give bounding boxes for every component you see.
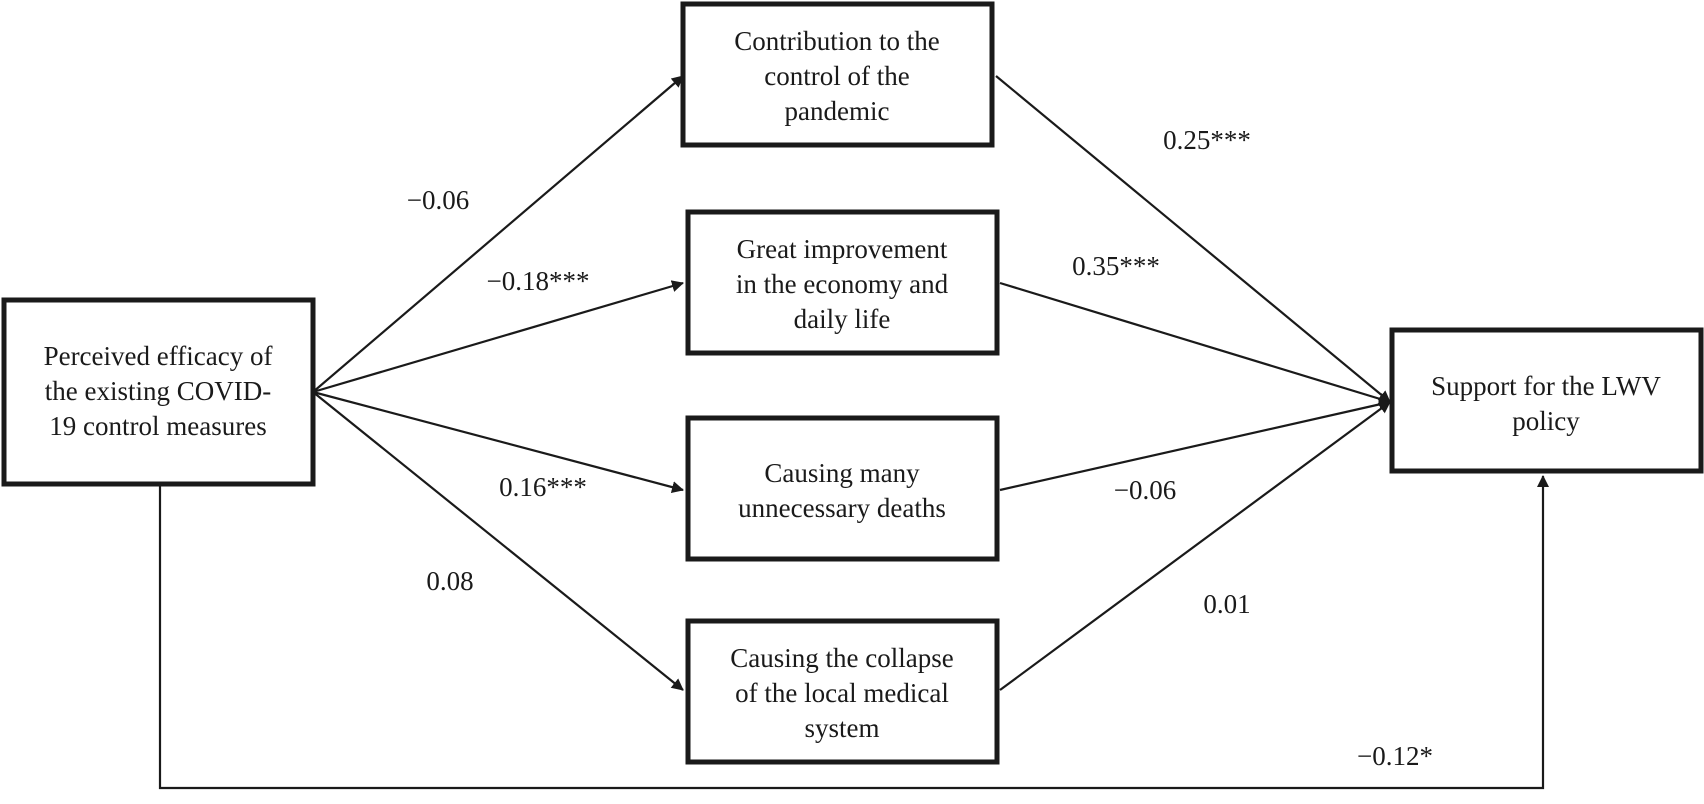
node-mediator-control-line-1: Contribution to the	[734, 26, 940, 56]
path-a1-arrow	[312, 75, 684, 393]
node-outcome-line-1: Support for the LWV	[1431, 371, 1661, 401]
path-a3-coefficient: 0.16***	[499, 472, 587, 502]
path-a1-coefficient: −0.06	[407, 185, 469, 215]
node-predictor-line-3: 19 control measures	[49, 411, 266, 441]
node-mediator-control: Contribution to the control of the pande…	[680, 1, 995, 148]
node-mediator-medical-line-2: of the local medical	[735, 678, 949, 708]
path-b4-arrow	[999, 401, 1391, 691]
node-mediator-medical-line-1: Causing the collapse	[730, 643, 953, 673]
node-mediator-economy: Great improvement in the economy and dai…	[685, 209, 1000, 356]
path-b3-coefficient: −0.06	[1114, 475, 1176, 505]
path-a2-coefficient: −0.18***	[487, 266, 590, 296]
path-a4-arrow	[312, 391, 684, 691]
path-a2-arrow	[312, 280, 684, 394]
node-mediator-deaths-line-2: unnecessary deaths	[738, 493, 946, 523]
node-outcome-line-2: policy	[1512, 406, 1580, 436]
node-mediator-deaths-line-1: Causing many	[764, 458, 920, 488]
node-mediator-economy-line-1: Great improvement	[737, 234, 948, 264]
path-a3-arrow	[312, 390, 684, 493]
node-predictor-line-1: Perceived efficacy of	[44, 341, 273, 371]
node-predictor-line-2: the existing COVID-	[45, 376, 271, 406]
node-mediator-control-line-3: pandemic	[785, 96, 890, 126]
path-b1-coefficient: 0.25***	[1163, 125, 1251, 155]
path-a4-coefficient: 0.08	[426, 566, 473, 596]
path-b1-arrow	[995, 75, 1391, 403]
node-mediator-economy-line-2: in the economy and	[736, 269, 949, 299]
path-b2-arrow	[999, 281, 1391, 405]
path-b2-coefficient: 0.35***	[1072, 251, 1160, 281]
node-predictor: Perceived efficacy of the existing COVID…	[1, 297, 316, 487]
node-mediator-medical-line-3: system	[804, 713, 879, 743]
path-b3-arrow	[999, 398, 1391, 492]
node-mediator-control-line-2: control of the	[764, 61, 909, 91]
path-b4-coefficient: 0.01	[1203, 589, 1250, 619]
node-outcome: Support for the LWV policy	[1389, 327, 1704, 474]
node-mediator-economy-line-3: daily life	[794, 304, 891, 334]
node-mediator-medical: Causing the collapse of the local medica…	[685, 618, 1000, 765]
node-mediator-deaths: Causing many unnecessary deaths	[685, 415, 1000, 562]
path-direct-arrow	[158, 475, 1549, 790]
path-direct-coefficient: −0.12*	[1357, 741, 1433, 771]
